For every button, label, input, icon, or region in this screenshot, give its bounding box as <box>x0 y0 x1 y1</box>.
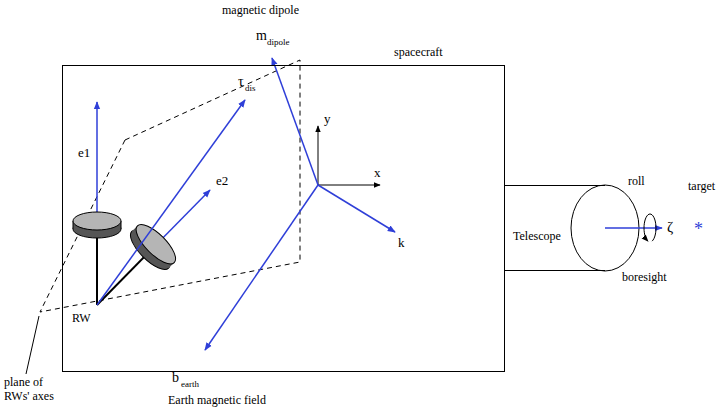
roll-arc <box>644 214 656 241</box>
k-arrow <box>318 185 395 232</box>
vector-symbol: τ <box>238 74 244 90</box>
annotation: magnetic dipole <box>222 4 299 18</box>
rw-support <box>97 251 150 305</box>
box-heading: spacecraft <box>394 46 443 60</box>
annotation: plane of RWs' axes <box>4 376 62 404</box>
rw-support <box>96 232 98 305</box>
y-axis-arrow <box>318 126 319 185</box>
axis-label: e1 <box>78 146 90 161</box>
boresight-arrow <box>605 227 662 229</box>
rw-axes-plane <box>40 60 300 312</box>
vector-symbol: m <box>256 28 267 44</box>
axis-label: y <box>324 112 331 127</box>
earth-field-arrow <box>205 185 318 350</box>
part-label: RW <box>72 312 91 326</box>
annotation: boresight <box>622 271 667 285</box>
axis-label: e2 <box>216 174 228 189</box>
axis-label: ζ <box>667 219 673 236</box>
annotation: Earth magnetic field <box>168 394 266 408</box>
telescope-tube: Telescope <box>505 185 605 271</box>
subscript: dipole <box>267 37 290 47</box>
torque-arrow <box>97 100 245 305</box>
subscript: earth <box>181 379 199 389</box>
annotation: roll <box>628 175 645 189</box>
target-symbol: * <box>694 219 703 240</box>
x-axis-arrow <box>318 185 380 186</box>
dipole-arrow <box>272 58 318 185</box>
reaction-wheel <box>73 212 121 230</box>
spacecraft-box: spacecraft <box>62 65 505 372</box>
box-label: Telescope <box>513 230 561 244</box>
annotation: target <box>688 180 715 194</box>
axis-label: x <box>374 166 381 181</box>
subscript: dis <box>245 83 256 93</box>
axis-label: k <box>398 236 405 251</box>
vector-symbol: b <box>172 370 179 386</box>
leader-line <box>26 316 39 374</box>
